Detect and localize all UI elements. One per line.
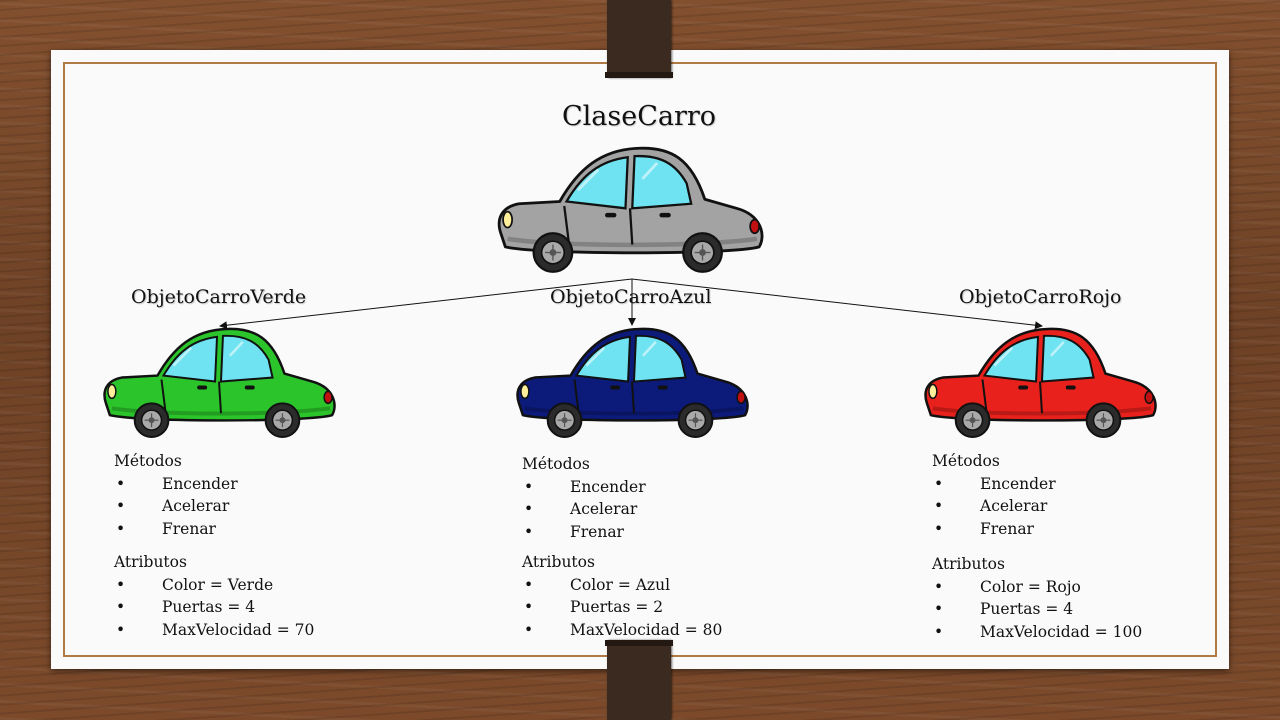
methods-heading: Métodos	[114, 452, 182, 470]
car-rojo-icon	[924, 327, 1157, 439]
info-azul: Métodos Encender Acelerar Frenar Atribut…	[522, 453, 722, 641]
method-item: Frenar	[932, 518, 1142, 541]
attributes-heading: Atributos	[932, 555, 1005, 573]
car-verde-icon	[103, 327, 336, 439]
car-azul-icon	[516, 327, 749, 439]
methods-heading: Métodos	[932, 452, 1000, 470]
info-verde: Métodos Encender Acelerar Frenar Atribut…	[114, 450, 314, 641]
method-item: Frenar	[522, 521, 722, 544]
method-item: Acelerar	[932, 495, 1142, 518]
class-car-icon	[497, 146, 764, 273]
info-rojo: Métodos Encender Acelerar Frenar Atribut…	[932, 450, 1142, 643]
class-title: ClaseCarro	[562, 101, 717, 132]
attributes-heading: Atributos	[522, 553, 595, 571]
attributes-heading: Atributos	[114, 553, 187, 571]
object-label-rojo: ObjetoCarroRojo	[959, 286, 1122, 308]
attribute-item: Color = Azul	[522, 574, 722, 597]
object-label-azul: ObjetoCarroAzul	[550, 286, 712, 308]
method-item: Acelerar	[522, 498, 722, 521]
method-item: Encender	[522, 476, 722, 499]
attribute-item: Puertas = 2	[522, 596, 722, 619]
arrow-to-verde	[219, 278, 633, 330]
arrow-to-rojo	[631, 278, 1043, 330]
method-item: Acelerar	[114, 495, 314, 518]
method-item: Encender	[932, 473, 1142, 496]
attribute-item: MaxVelocidad = 70	[114, 619, 314, 642]
method-item: Encender	[114, 473, 314, 496]
binder-clip-bottom	[605, 640, 673, 720]
attribute-item: MaxVelocidad = 100	[932, 621, 1142, 644]
method-item: Frenar	[114, 518, 314, 541]
methods-heading: Métodos	[522, 455, 590, 473]
attribute-item: Puertas = 4	[932, 598, 1142, 621]
attribute-item: Color = Rojo	[932, 576, 1142, 599]
attribute-item: MaxVelocidad = 80	[522, 619, 722, 642]
attribute-item: Color = Verde	[114, 574, 314, 597]
object-label-verde: ObjetoCarroVerde	[131, 286, 307, 308]
attribute-item: Puertas = 4	[114, 596, 314, 619]
binder-clip-top	[605, 0, 673, 78]
